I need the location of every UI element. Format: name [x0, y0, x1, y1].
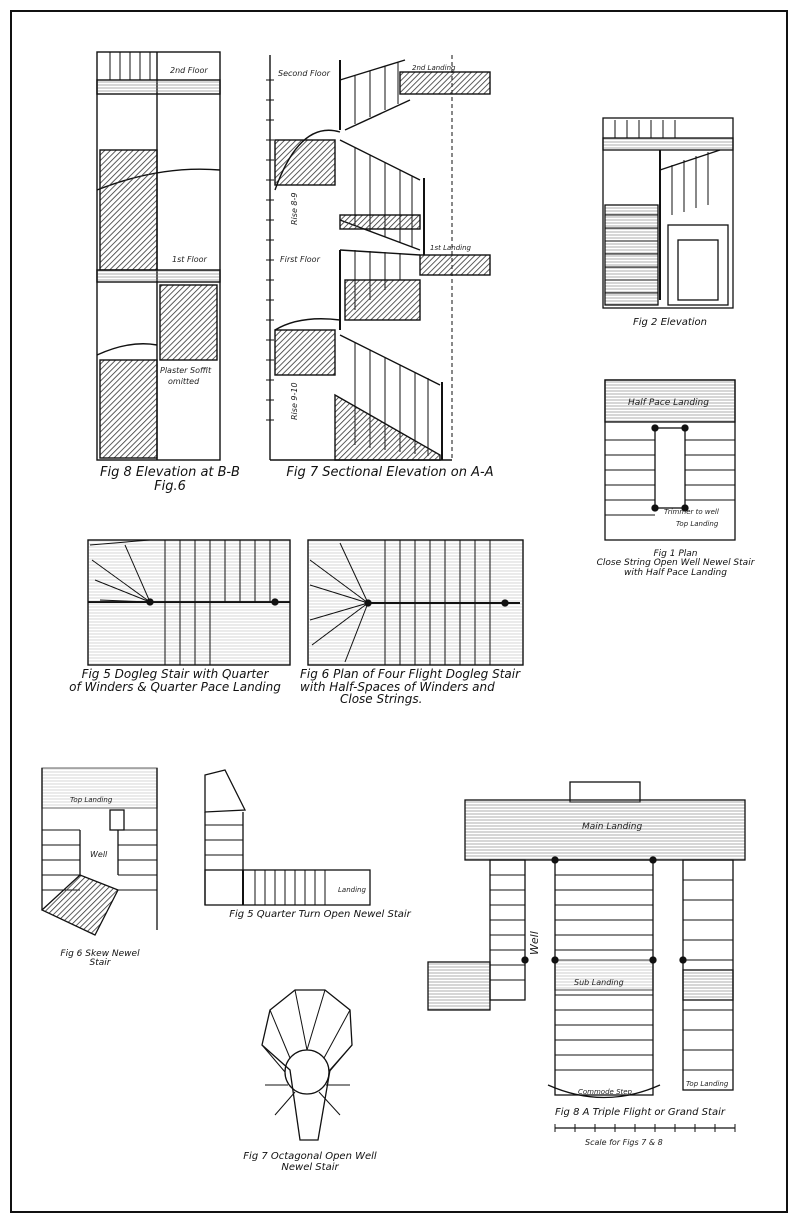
label-rise-upper: Rise 8-9 [290, 192, 299, 225]
fig7-octagonal-caption: Fig 7 Octagonal Open Well Newel Stair [225, 1151, 395, 1173]
label-rise-lower: Rise 9-10 [290, 382, 299, 420]
fig1-plan [604, 379, 736, 541]
label-plaster-soffit: Plaster Soffit [160, 366, 212, 375]
label-half-pace-landing: Half Pace Landing [628, 398, 709, 408]
fig7-section [266, 55, 491, 461]
fig8-grand-stair [427, 781, 746, 1132]
fig6-four-flight-caption: Fig 6 Plan of Four Flight Dogleg Stair w… [300, 668, 570, 706]
label-top-landing-fig1: Top Landing [676, 520, 719, 528]
fig5-quarter-turn [204, 769, 371, 906]
fig1-plan-caption: Fig 1 Plan Close String Open Well Newel … [588, 549, 763, 578]
fig7-octagonal-caption-line2: Newel Stair [281, 1161, 339, 1173]
label-omitted: omitted [168, 377, 200, 386]
label-well-skew: Well [90, 850, 108, 859]
label-well-grand: Well [528, 931, 541, 955]
fig6-four-flight-caption-line1: Fig 6 Plan of Four Flight Dogleg Stair [300, 667, 521, 681]
fig7-section-caption: Fig 7 Sectional Elevation on A-A [286, 465, 494, 480]
fig8-elevation-caption-ref: Fig.6 [154, 478, 186, 494]
label-second-floor: Second Floor [278, 69, 330, 78]
label-trimmer: Trimmer to well [664, 508, 719, 516]
label-commode-step: Commode Step [578, 1088, 633, 1096]
label-2nd-floor: 2nd Floor [170, 66, 208, 75]
label-landing-quarter: Landing [338, 886, 366, 894]
fig8-elevation-caption: Fig 8 Elevation at B-B Fig.6 [70, 466, 270, 493]
fig5-dogleg-caption: Fig 5 Dogleg Stair with Quarter of Winde… [40, 668, 310, 693]
fig1-plan-caption-title: Fig 1 Plan [653, 549, 698, 559]
label-main-landing: Main Landing [582, 822, 643, 832]
fig5-quarter-turn-caption: Fig 5 Quarter Turn Open Newel Stair [229, 909, 411, 920]
label-2nd-landing: 2nd Landing [412, 64, 456, 72]
fig7-octagonal [261, 989, 353, 1141]
fig7-octagonal-caption-line1: Fig 7 Octagonal Open Well [243, 1151, 377, 1162]
fig2-elevation [602, 117, 734, 309]
fig8-elevation-caption-title: Fig 8 Elevation at B-B [100, 465, 240, 480]
label-sub-landing: Sub Landing [574, 978, 624, 987]
fig6-four-flight-caption-line3: Close Strings. [340, 692, 423, 707]
label-1st-landing: 1st Landing [430, 244, 471, 252]
fig6-skew-newel [40, 767, 158, 936]
fig6-skew-newel-caption: Fig 6 Skew Newel Stair [40, 949, 160, 969]
fig1-plan-caption-line2: Close String Open Well Newel Stair [596, 558, 755, 569]
fig6-skew-newel-caption-line1: Fig 6 Skew Newel [60, 949, 140, 959]
label-top-landing-skew: Top Landing [70, 796, 113, 804]
fig6-skew-newel-caption-line2: Stair [89, 958, 111, 969]
fig8-grand-caption: Fig 8 A Triple Flight or Grand Stair [555, 1107, 725, 1118]
fig8-elevation [96, 51, 221, 461]
fig2-elevation-caption: Fig 2 Elevation [632, 317, 708, 328]
fig5-dogleg-plan [87, 539, 291, 666]
fig5-dogleg-caption-line1: Fig 5 Dogleg Stair with Quarter [81, 667, 269, 681]
label-top-landing-grand: Top Landing [686, 1080, 729, 1088]
label-scale: Scale for Figs 7 & 8 [585, 1138, 663, 1147]
fig1-plan-caption-line3: with Half Pace Landing [624, 567, 727, 578]
label-1st-floor: 1st Floor [172, 255, 207, 264]
label-first-floor: First Floor [280, 255, 320, 264]
fig6-four-flight-caption-line2: with Half-Spaces of Winders and [300, 679, 495, 694]
fig5-dogleg-caption-line2: of Winders & Quarter Pace Landing [69, 679, 281, 694]
fig6-four-flight-plan [307, 539, 524, 666]
